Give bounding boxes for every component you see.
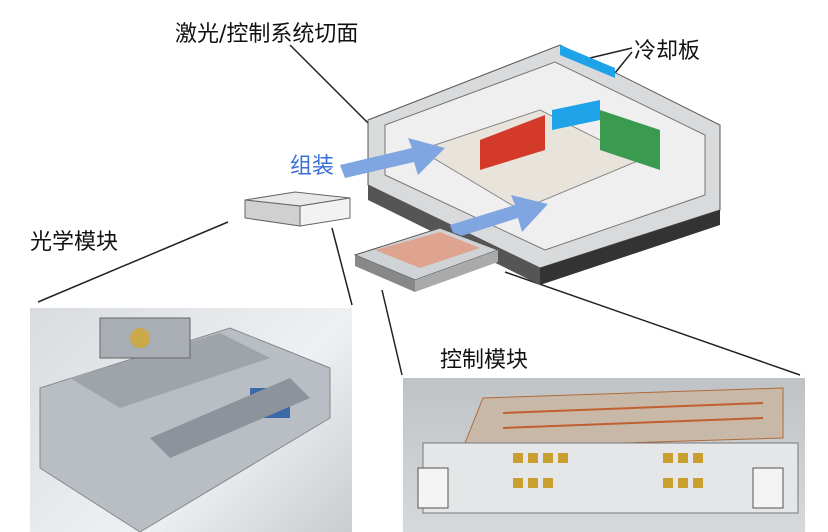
- control-callout-line-right: [504, 271, 801, 376]
- control-module-cad: [353, 227, 500, 292]
- optical-module-cad: [244, 191, 351, 227]
- optical-callout-line-left: [37, 221, 229, 303]
- cooling-callout-line-1: [589, 47, 633, 59]
- section-label: 激光/控制系统切面: [175, 22, 359, 47]
- assembly-arrow-1: [340, 138, 445, 178]
- control-module-photo: [403, 378, 805, 532]
- assembly-label: 组装: [290, 154, 335, 179]
- optical-module-photo: [30, 308, 352, 532]
- assembly-arrow-2: [450, 195, 548, 238]
- cooling-plate-label: 冷却板: [634, 39, 701, 64]
- control-module-drawing: [417, 387, 799, 514]
- optical-callout-line-right: [331, 227, 353, 306]
- control-callout-line-left: [381, 289, 403, 376]
- optical-module-label: 光学模块: [30, 230, 119, 255]
- chassis-cad: [367, 44, 721, 285]
- optical-module-drawing: [39, 317, 331, 532]
- control-module-label: 控制模块: [440, 348, 529, 373]
- section-callout-line: [289, 44, 371, 126]
